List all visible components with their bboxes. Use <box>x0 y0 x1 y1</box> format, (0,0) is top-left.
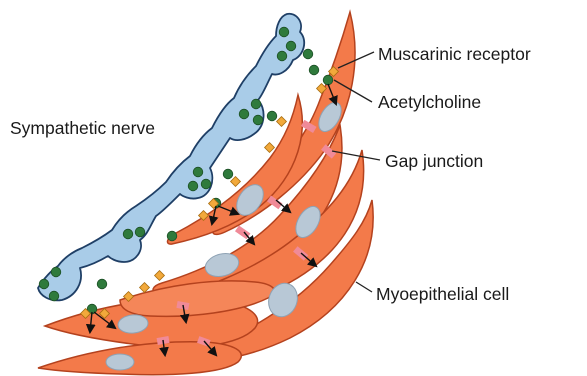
muscarinic-receptor <box>155 271 165 281</box>
vesicle <box>303 49 313 59</box>
myoepithelial-cell-bottom <box>38 342 241 375</box>
vesicle <box>49 291 59 301</box>
nucleus <box>106 354 134 370</box>
vesicle <box>51 267 61 277</box>
vesicle <box>97 279 107 289</box>
vesicle <box>135 227 145 237</box>
label-muscarinic-receptor: Muscarinic receptor <box>378 44 531 64</box>
vesicle <box>309 65 319 75</box>
muscarinic-receptor <box>140 283 150 293</box>
vesicle <box>267 111 277 121</box>
vesicle <box>279 27 289 37</box>
label-acetylcholine: Acetylcholine <box>378 92 481 112</box>
label-myoepithelial-cell: Myoepithelial cell <box>376 284 509 304</box>
muscarinic-receptor <box>277 117 287 127</box>
vesicle <box>223 169 233 179</box>
vesicle <box>201 179 211 189</box>
vesicle <box>239 109 249 119</box>
label-gap-junction: Gap junction <box>385 151 483 171</box>
vesicle <box>286 41 296 51</box>
muscarinic-receptor <box>265 143 275 153</box>
label-sympathetic-nerve: Sympathetic nerve <box>10 118 155 138</box>
vesicle <box>323 75 333 85</box>
leader-line-myoepithelial <box>356 282 372 292</box>
muscarinic-receptor <box>231 177 241 187</box>
vesicle <box>167 231 177 241</box>
vesicle <box>39 279 49 289</box>
vesicle <box>277 51 287 61</box>
vesicle <box>188 181 198 191</box>
vesicle <box>253 115 263 125</box>
vesicle <box>193 167 203 177</box>
vesicle <box>251 99 261 109</box>
vesicle <box>123 229 133 239</box>
